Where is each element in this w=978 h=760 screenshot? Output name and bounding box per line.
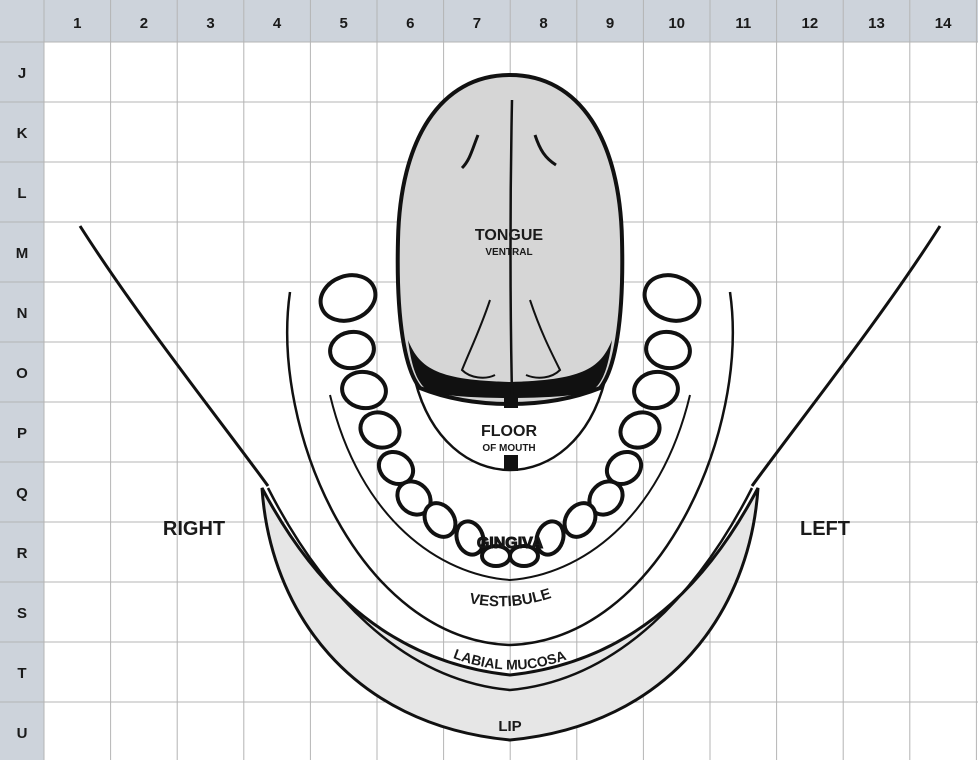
row-header-N: N: [17, 305, 28, 322]
gingiva-label: GINGIVA: [477, 535, 544, 552]
tooth: [615, 406, 666, 454]
row-header-U: U: [17, 725, 28, 742]
left-side-label: LEFT: [800, 518, 850, 540]
column-header-7: 7: [473, 15, 481, 32]
tooth: [314, 268, 382, 328]
column-header-3: 3: [206, 15, 214, 32]
column-header-6: 6: [406, 15, 414, 32]
right-cheek-outline: [80, 226, 268, 486]
row-header-J: J: [18, 65, 26, 82]
tooth: [631, 368, 681, 411]
column-header-2: 2: [140, 15, 148, 32]
tongue-frenum: [504, 396, 518, 408]
column-header-11: 11: [735, 15, 751, 32]
tongue-sub-label: VENTRAL: [485, 247, 532, 258]
row-header-M: M: [16, 245, 29, 262]
floor-sub-label: OF MOUTH: [482, 443, 535, 454]
lip-label: LIP: [498, 718, 521, 735]
column-header-12: 12: [802, 15, 819, 32]
floor-label: FLOOR: [481, 423, 537, 440]
column-header-8: 8: [539, 15, 547, 32]
tooth: [643, 328, 693, 371]
column-header-1: 1: [73, 15, 81, 32]
row-header-Q: Q: [16, 485, 28, 502]
tooth: [355, 406, 406, 454]
tooth: [339, 368, 389, 411]
tongue-label: TONGUE: [475, 227, 543, 244]
frenum-base: [504, 455, 518, 471]
tooth: [327, 328, 377, 371]
column-header-10: 10: [668, 15, 685, 32]
column-header-5: 5: [340, 15, 348, 32]
row-header-O: O: [16, 365, 28, 382]
column-header-14: 14: [935, 15, 952, 32]
column-header-4: 4: [273, 15, 282, 32]
row-header-R: R: [17, 545, 28, 562]
tooth: [638, 268, 706, 328]
row-header-T: T: [17, 665, 26, 682]
column-header-9: 9: [606, 15, 614, 32]
row-header-P: P: [17, 425, 27, 442]
column-header-13: 13: [868, 15, 885, 32]
row-header-L: L: [17, 185, 26, 202]
row-header-S: S: [17, 605, 27, 622]
right-side-label: RIGHT: [163, 518, 225, 540]
left-cheek-outline: [752, 226, 940, 486]
row-header-K: K: [17, 125, 28, 142]
